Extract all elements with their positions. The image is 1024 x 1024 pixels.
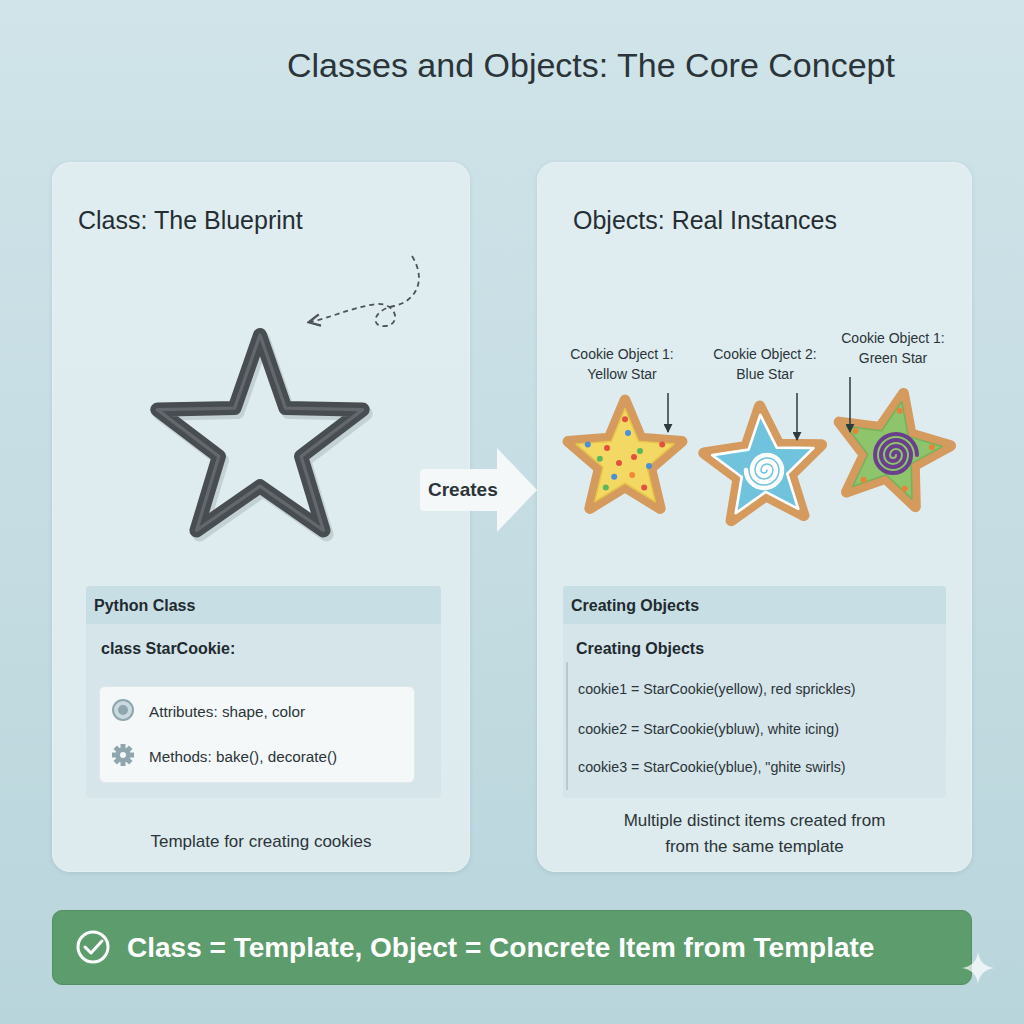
dashed-curl-arrow (310, 256, 419, 326)
blue-cookie (710, 411, 818, 514)
page-title: Classes and Objects: The Core Concept (287, 44, 895, 86)
objects-panel: Objects: Real InstancesMultiple distinct… (537, 162, 972, 872)
method-gear-icon (120, 752, 126, 758)
yellow-cookie (641, 485, 647, 491)
box-header: Creating Objects (563, 586, 946, 624)
objects-code-box: Creating ObjectsCreating Objectscookie1 … (563, 586, 946, 798)
class-panel: Class: The BlueprintTemplate for creatin… (52, 162, 470, 872)
yellow-cookie (625, 430, 631, 436)
yellow-cookie (597, 456, 603, 462)
class-code-box: Python Class class StarCookie: Attributes:… (86, 586, 441, 798)
yellow-cookie (631, 454, 637, 460)
sparkle (962, 952, 994, 984)
green-cookie (860, 476, 867, 483)
yellow-cookie (637, 448, 643, 454)
blueprint-star (157, 335, 362, 530)
yellow-cookie (568, 400, 682, 509)
method-gear-icon (113, 757, 121, 765)
yellow-cookie (611, 474, 617, 480)
code-line: cookie1 = StarCookie(yellow), red sprick… (578, 679, 946, 699)
panel-caption: Template for creating cookies (150, 830, 371, 854)
method-line: Methods: bake(), decorate() (149, 746, 414, 768)
arrow-label: Creates (420, 469, 506, 511)
yellow-cookie (629, 472, 635, 478)
yellow-cookie (646, 463, 652, 469)
object-callout: Cookie Object 2: Blue Star (705, 344, 825, 384)
title-holder: Classes and Objects: The Core Concept (287, 44, 895, 86)
green-cookie (834, 391, 949, 503)
attribute-icon (113, 700, 133, 720)
summary-bar: Class = Template, Object = Concrete Item… (52, 910, 972, 985)
yellow-cookie (659, 441, 665, 447)
method-gear-icon (125, 745, 133, 753)
code-line: cookie2 = StarCookie(ybluw), white icing… (578, 719, 946, 739)
purple-swirl (875, 434, 917, 473)
class-declaration: class StarCookie: (101, 638, 441, 659)
label-holder: Cookie Object 1: Yellow Star (562, 344, 682, 384)
white-swirl (746, 455, 782, 488)
yellow-cookie (585, 441, 591, 447)
blue-cookie (701, 402, 826, 522)
yellow-cookie (604, 445, 610, 451)
label-holder: Cookie Object 1: Green Star (833, 328, 953, 368)
blueprint-star (160, 339, 365, 534)
object-callout: Cookie Object 1: Green Star (833, 328, 953, 368)
check-icon (85, 941, 102, 953)
blueprint-star (157, 335, 362, 530)
code-guide-line (566, 662, 568, 790)
leader-arrows (849, 377, 851, 432)
leader-arrows (668, 377, 850, 440)
panel-heading: Objects: Real Instances (573, 203, 971, 237)
member-box: Attributes: shape, colorMethods: bake(),… (99, 686, 415, 783)
edge-label-holder: Creates (420, 469, 506, 511)
green-cookie (896, 407, 903, 414)
yellow-cookie (603, 485, 609, 491)
yellow-cookie (622, 416, 628, 422)
method-gear-icon (112, 744, 134, 766)
method-gear-icon (112, 753, 118, 758)
blueprint-star (157, 335, 365, 534)
method-gear-icon (121, 744, 126, 750)
check-icon (78, 932, 108, 962)
code-line: cookie3 = StarCookie(yblue), "ghite swir… (578, 757, 946, 777)
green-cookie (928, 444, 935, 451)
green-cookie (852, 427, 859, 434)
box-header: Python Class (86, 586, 441, 624)
green-cookie (825, 381, 959, 511)
yellow-cookie (568, 400, 682, 509)
label-holder: Cookie Object 2: Blue Star (705, 344, 825, 384)
summary-text: Class = Template, Object = Concrete Item… (127, 931, 874, 965)
attribute-icon (113, 700, 133, 720)
yellow-cookie (576, 408, 674, 501)
green-cookie (825, 381, 959, 511)
method-gear-icon (128, 753, 134, 758)
panel-caption: Multiple distinct items created from fro… (612, 808, 897, 860)
yellow-cookie (616, 460, 622, 466)
attribute-line: Attributes: shape, color (149, 701, 414, 723)
leader-arrows (667, 393, 669, 432)
blue-cookie (701, 402, 826, 522)
attribute-icon (118, 705, 128, 715)
method-gear-icon (121, 760, 126, 766)
method-gear-icon (113, 745, 121, 753)
check-icon (78, 932, 108, 962)
code-heading: Creating Objects (576, 638, 946, 659)
leader-arrows (796, 393, 798, 440)
method-gear-icon (116, 748, 131, 763)
method-gear-icon (125, 757, 133, 765)
green-cookie (901, 485, 908, 492)
panel-heading: Class: The Blueprint (78, 203, 469, 237)
object-callout: Cookie Object 1: Yellow Star (562, 344, 682, 384)
